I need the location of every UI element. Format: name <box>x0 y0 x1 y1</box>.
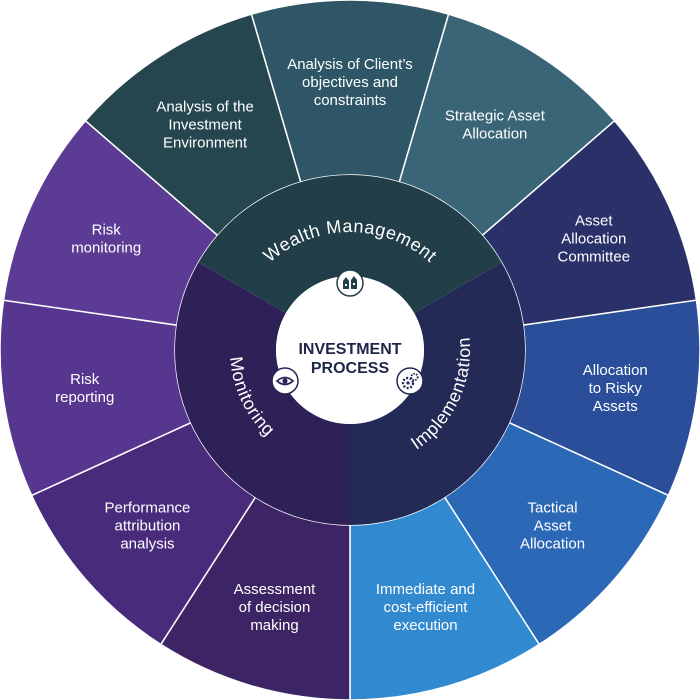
segment-label-line: constraints <box>314 92 387 109</box>
segment-label-line: Strategic Asset <box>445 108 546 125</box>
center-circle <box>276 276 424 424</box>
segment-label-line: Assessment <box>234 581 317 598</box>
segment-label-line: Risk <box>92 222 122 239</box>
segment-label-line: Allocation <box>561 231 626 248</box>
segment-label-line: to Risky <box>589 380 643 397</box>
center-title-line-2: PROCESS <box>311 360 390 377</box>
segment-label-line: attribution <box>115 518 181 535</box>
phase-sector-implementation <box>350 262 525 525</box>
segment-label-line: Investment <box>168 117 242 134</box>
segment-label-line: Committee <box>558 249 631 266</box>
segment-label-line: objectives and <box>302 74 398 91</box>
segment-label-line: Analysis of the <box>156 99 254 116</box>
segment-label-line: Tactical <box>528 500 578 517</box>
segment-label-line: Asset <box>575 213 613 230</box>
segment-label-line: execution <box>393 617 457 634</box>
phase-sector-monitoring <box>174 262 350 525</box>
segment-label-line: Allocation <box>583 362 648 379</box>
segment-label-line: Environment <box>163 135 248 152</box>
segment-label-line: making <box>250 617 298 634</box>
center-title-line-1: INVESTMENT <box>298 341 401 358</box>
segment-label-line: Asset <box>534 518 572 535</box>
inner-ring <box>174 175 525 525</box>
center-title: INVESTMENT PROCESS <box>298 341 401 377</box>
segment-label-line: of decision <box>239 599 311 616</box>
eye-icon <box>271 367 299 395</box>
buildings-icon <box>336 269 364 297</box>
segment-label-line: Allocation <box>520 536 585 553</box>
segment-label-line: reporting <box>55 389 114 406</box>
segment-label-line: Performance <box>105 500 191 517</box>
segment-label-line: Assets <box>593 398 638 415</box>
segment-label-line: cost-efficient <box>384 599 469 616</box>
segment-label-line: monitoring <box>71 240 141 257</box>
gears-icon <box>396 367 424 395</box>
segment-label-line: analysis <box>120 536 174 553</box>
segment-label-line: Immediate and <box>376 581 475 598</box>
segment-label-line: Analysis of Client’s <box>287 56 413 73</box>
segment-label-line: Risk <box>70 371 100 388</box>
segment-label-line: Allocation <box>462 126 527 143</box>
phase-sector-wealth-management <box>198 175 502 313</box>
